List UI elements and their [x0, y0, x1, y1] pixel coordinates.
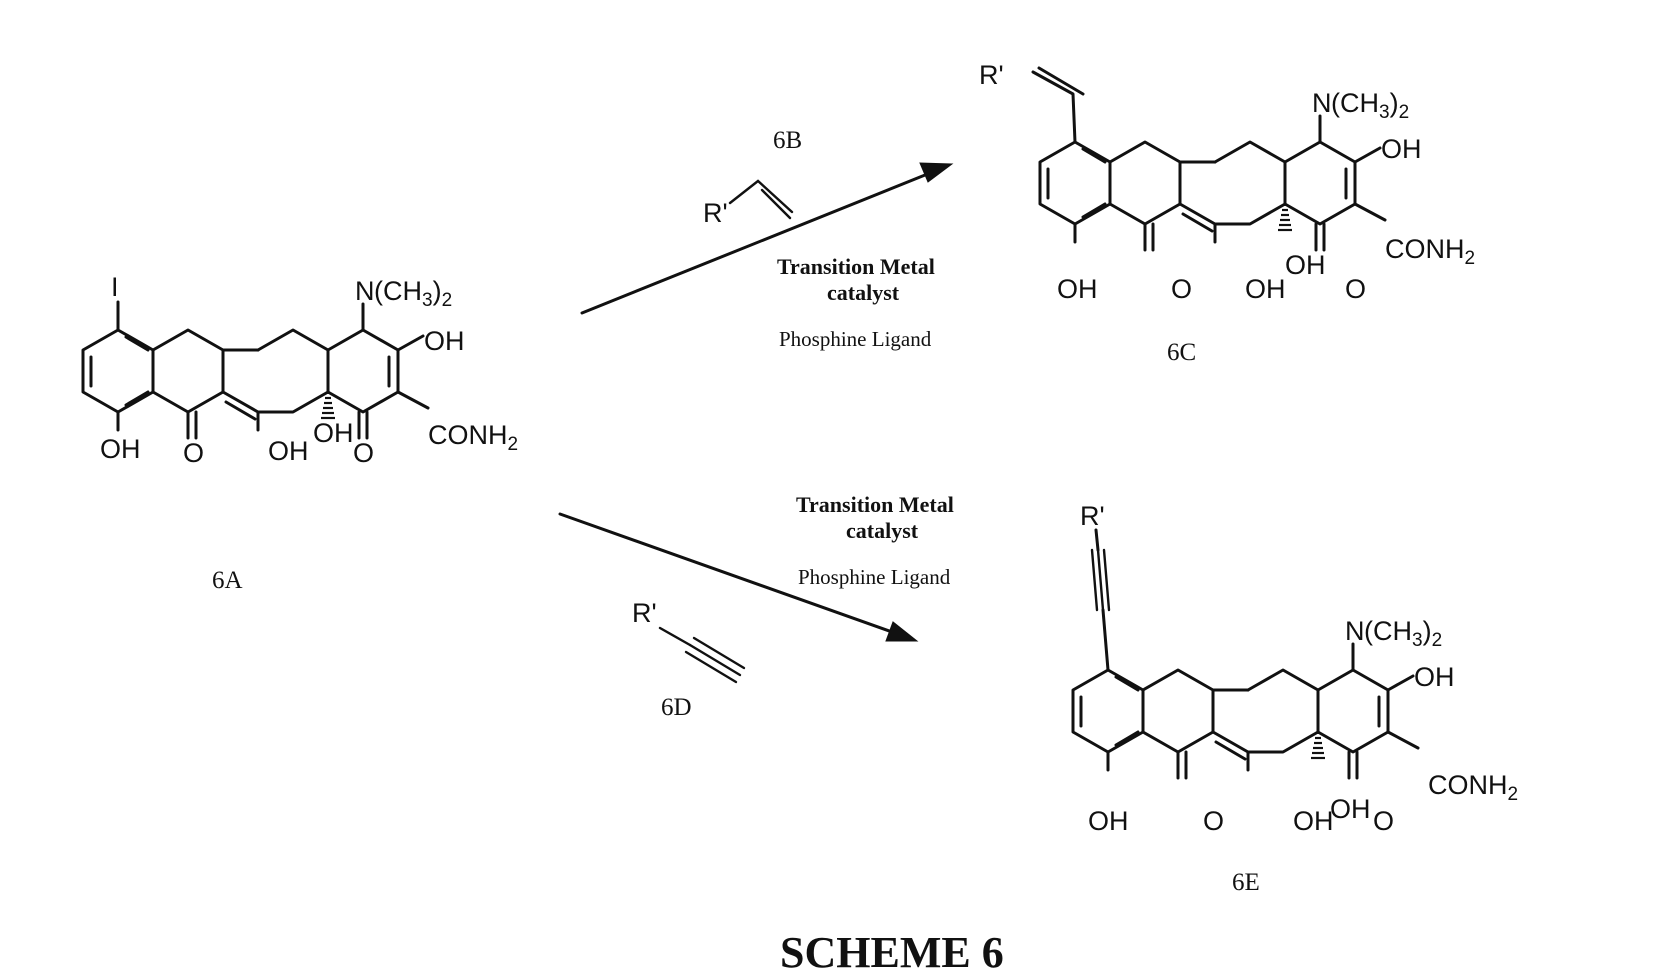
- iodine-label: I: [111, 272, 119, 302]
- dimethylamino-group: (CH3)2: [374, 276, 452, 311]
- ketone-o-label-6c: O: [1171, 274, 1192, 304]
- scheme-title: SCHEME 6: [780, 928, 1004, 977]
- enol-oh-label-6e: OH: [1293, 806, 1334, 836]
- ketone-o-label-2-6c: O: [1345, 274, 1366, 304]
- enol-oh-label-6c: OH: [1245, 274, 1286, 304]
- enol-oh-label: OH: [268, 436, 309, 466]
- compound-6c: R' N (CH3)2 OH CONH2 OH O OH OH O: [979, 60, 1475, 304]
- condition-bottom-ligand: Phosphine Ligand: [798, 565, 951, 589]
- compound-6e: R' N (CH3)2 OH CONH2 OH O OH OH O: [1073, 501, 1518, 836]
- ketone-o-label-6e: O: [1203, 806, 1224, 836]
- carboxamide-label-6e: CONH2: [1428, 770, 1518, 805]
- reagent-6b: 6B R': [703, 127, 802, 228]
- compound-6a: I N (CH3)2 OH CONH2 OH O OH OH O: [83, 272, 518, 468]
- compound-label-6a: 6A: [212, 567, 243, 594]
- c12a-oh-label-6e: OH: [1330, 794, 1371, 824]
- rprime-label-6d: R': [632, 598, 657, 628]
- rprime-label-6c: R': [979, 60, 1004, 90]
- carboxamide-label: CONH2: [428, 420, 518, 455]
- c12a-oh-label-6c: OH: [1285, 250, 1326, 280]
- dimethylamino-n-6c: N: [1312, 88, 1332, 118]
- dimethylamino-n-6e: N: [1345, 616, 1365, 646]
- carboxamide-label-6c: CONH2: [1385, 234, 1475, 269]
- compound-label-6d: 6D: [661, 694, 692, 721]
- condition-top-ligand: Phosphine Ligand: [779, 327, 932, 351]
- dimethylamino-n: N: [355, 276, 375, 306]
- rprime-label-6e: R': [1080, 501, 1105, 531]
- dimethylamino-group-6c: (CH3)2: [1331, 88, 1409, 123]
- phenol-oh-label-6e: OH: [1088, 806, 1129, 836]
- condition-top-line1: Transition Metal: [777, 254, 935, 279]
- ketone-o-label: O: [183, 438, 204, 468]
- rprime-label: R': [703, 198, 728, 228]
- compound-label-6b: 6B: [773, 127, 802, 154]
- c12a-oh-label: OH: [313, 418, 354, 448]
- condition-bottom-line2: catalyst: [846, 518, 919, 543]
- condition-top-line2: catalyst: [827, 280, 900, 305]
- phenol-oh-label: OH: [100, 434, 141, 464]
- compound-label-6e: 6E: [1232, 869, 1260, 896]
- hydroxyl-label: OH: [424, 326, 465, 356]
- ketone-o-label-2: O: [353, 438, 374, 468]
- dimethylamino-group-6e: (CH3)2: [1364, 616, 1442, 651]
- phenol-oh-label-6c: OH: [1057, 274, 1098, 304]
- reagent-6d: R' 6D: [632, 598, 744, 721]
- compound-label-6c: 6C: [1167, 339, 1196, 366]
- hydroxyl-label-6c: OH: [1381, 134, 1422, 164]
- condition-bottom-line1: Transition Metal: [796, 492, 954, 517]
- ketone-o-label-2-6e: O: [1373, 806, 1394, 836]
- hydroxyl-label-6e: OH: [1414, 662, 1455, 692]
